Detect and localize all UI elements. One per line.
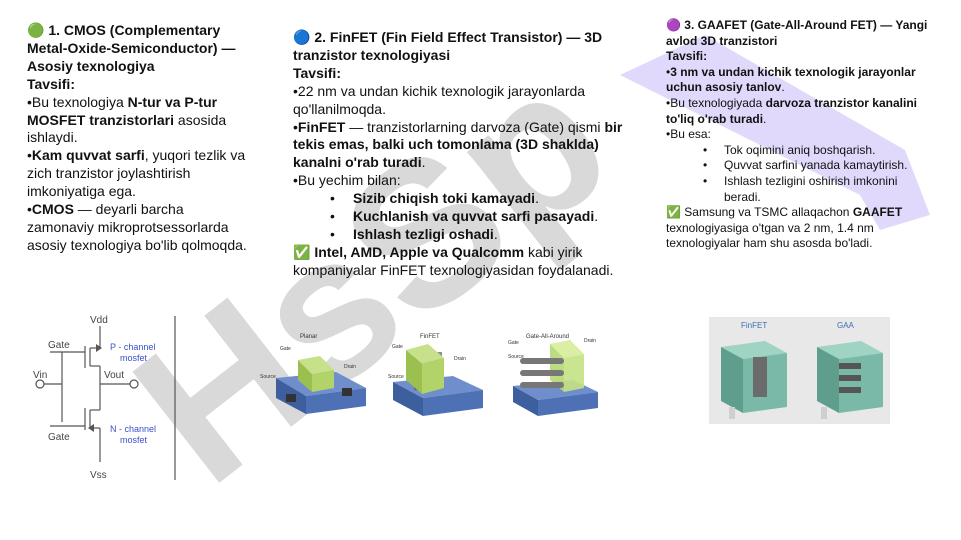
n-mosfet-label: mosfet [120, 435, 148, 445]
compare-gaa-block [817, 341, 883, 419]
cmos-bullet-2: •Kam quvvat sarfi, yuqori tezlik va zich… [27, 147, 246, 200]
finfet-sub-item: Sizib chiqish toki kamayadi. [330, 190, 623, 208]
gaafet-tavsif-label: Tavsifi: [666, 49, 708, 64]
planar-drain-label: Drain [344, 364, 356, 370]
finfet-title: FinFET [420, 334, 440, 340]
planar-title: Planar [300, 334, 317, 340]
gaafet-section: 🟣 3. GAAFET (Gate-All-Around FET) — Yang… [666, 18, 934, 252]
cmos-section: 🟢 1. CMOS (Complementary Metal-Oxide-Sem… [27, 22, 247, 255]
gaafet-bullet-3: •Bu esa: [666, 127, 711, 142]
finfet-gaa-compare-figure: FinFET GAA [709, 317, 890, 424]
transistor-evolution-figure: Planar FinFET Gate-All-Around [260, 334, 598, 416]
gaafet-bullet-2: •Bu texnologiyada darvoza tranzistor kan… [666, 95, 917, 126]
p-mosfet-label: mosfet [120, 353, 148, 363]
gaa-source-label: Source [508, 354, 524, 360]
gaafet-sub-list: Tok oqimini aniq boshqarish. Quvvat sarf… [703, 143, 934, 205]
cmos-heading: 🟢 1. CMOS (Complementary Metal-Oxide-Sem… [27, 22, 236, 74]
planar-source-label: Source [260, 374, 276, 380]
finfet-tavsif-label: Tavsifi: [293, 64, 341, 81]
finfet-bullet-3: •Bu yechim bilan: [293, 172, 401, 189]
compare-gaa-label: GAA [837, 321, 855, 330]
finfet-drain-label: Drain [454, 356, 466, 362]
cmos-inverter-diagram: Vdd Gate Vin Vout Gate Vss P - channel m… [33, 315, 176, 481]
finfet-heading: 🔵 2. FinFET (Fin Field Effect Transistor… [293, 29, 603, 63]
gaa-drain-label: Drain [584, 338, 596, 344]
cmos-bullet-3: •CMOS — deyarli barcha zamonaviy mikropr… [27, 201, 247, 253]
finfet-gate-label: Gate [392, 344, 403, 350]
gaafet-sub-item: Quvvat sarfini yanada kamaytirish. [703, 158, 934, 174]
finfet-bullet-2: •FinFET — tranzistorlarning darvoza (Gat… [293, 118, 623, 171]
gaafet-bullet-1: •3 nm va undan kichik texnologik jarayon… [666, 64, 916, 95]
cmos-tavsif-label: Tavsifi: [27, 75, 75, 92]
gaafet-heading: 🟣 3. GAAFET (Gate-All-Around FET) — Yang… [666, 18, 928, 48]
finfet-sub-list: Sizib chiqish toki kamayadi. Kuchlanish … [330, 190, 623, 244]
gaa-title: Gate-All-Around [526, 334, 569, 340]
gaafet-sub-item: Ishlash tezligini oshirish imkonini bera… [703, 174, 934, 205]
compare-finfet-label: FinFET [741, 321, 767, 330]
vss-label: Vss [90, 470, 107, 481]
gate-bottom-label: Gate [48, 432, 70, 443]
p-channel-label: P - channel [110, 342, 155, 352]
finfet-transistor [393, 344, 483, 416]
finfet-source-label: Source [388, 374, 404, 380]
gaa-gate-label: Gate [508, 340, 519, 346]
finfet-note: ✅ Intel, AMD, Apple va Qualcomm kabi yir… [293, 243, 614, 278]
gaafet-sub-item: Tok oqimini aniq boshqarish. [703, 143, 934, 159]
vout-label: Vout [104, 370, 124, 381]
finfet-sub-item: Kuchlanish va quvvat sarfi pasayadi. [330, 208, 623, 226]
vdd-label: Vdd [90, 315, 108, 326]
compare-finfet-block [721, 341, 787, 419]
planar-transistor [276, 356, 366, 414]
n-channel-label: N - channel [110, 424, 156, 434]
finfet-sub-item: Ishlash tezligi oshadi. [330, 226, 623, 244]
gaa-transistor [513, 340, 598, 416]
finfet-section: 🔵 2. FinFET (Fin Field Effect Transistor… [293, 29, 623, 280]
planar-gate-label: Gate [280, 346, 291, 352]
gaafet-note: ✅ Samsung va TSMC allaqachon GAAFET texn… [666, 205, 903, 251]
cmos-bullet-1: •Bu texnologiya N-tur va P-tur MOSFET tr… [27, 93, 227, 146]
gate-top-label: Gate [48, 340, 70, 351]
vin-label: Vin [33, 370, 47, 381]
finfet-bullet-1: •22 nm va undan kichik texnologik jarayo… [293, 82, 586, 117]
